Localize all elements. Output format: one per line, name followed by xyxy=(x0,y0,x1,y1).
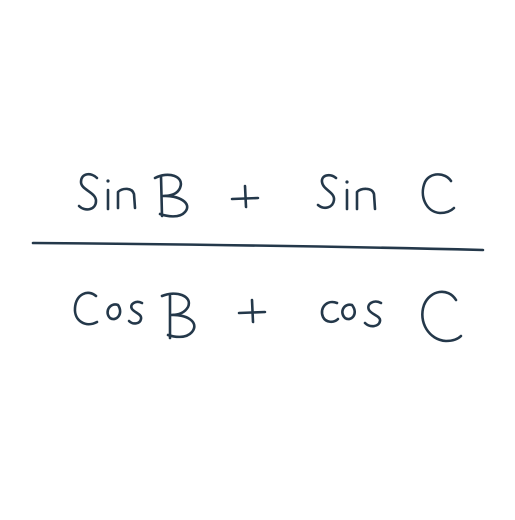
fraction-bar xyxy=(31,241,485,252)
denominator-strokes xyxy=(73,290,463,343)
numerator-strokes xyxy=(77,172,456,218)
